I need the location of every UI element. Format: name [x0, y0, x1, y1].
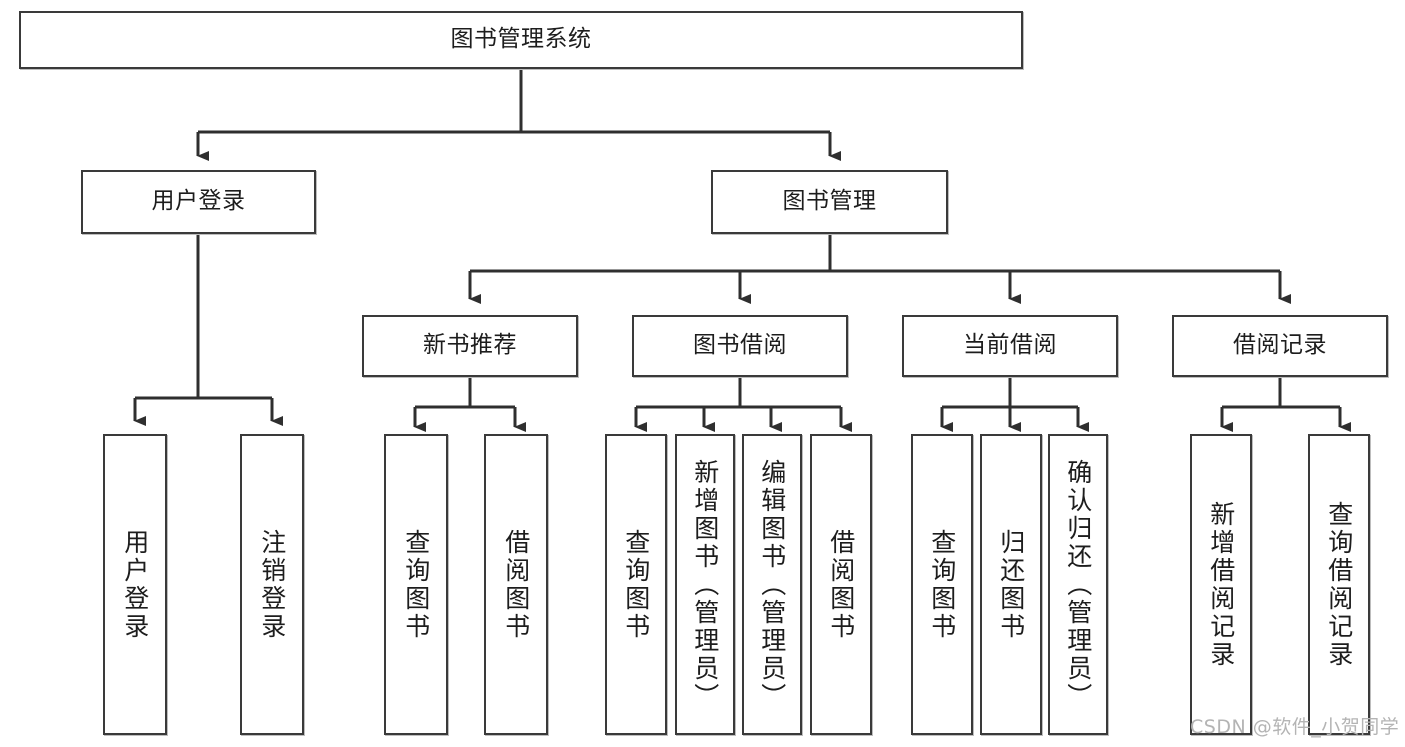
node-borrow-record-label: 借阅记录 [1233, 332, 1327, 359]
node-leaf-borrow-book-1[interactable]: 借阅图书 [484, 434, 548, 735]
node-leaf-return-book-label: 归还图书 [996, 528, 1026, 641]
node-current-borrow-label: 当前借阅 [963, 332, 1057, 359]
node-book-borrow-label: 图书借阅 [693, 332, 787, 359]
node-leaf-confirm-return[interactable]: 确认归还（管理员） [1048, 434, 1108, 735]
node-leaf-user-login-label: 用户登录 [120, 528, 150, 641]
node-book-manage[interactable]: 图书管理 [711, 170, 948, 234]
node-leaf-user-logout-label: 注销登录 [257, 528, 287, 641]
node-leaf-user-login[interactable]: 用户登录 [103, 434, 167, 735]
node-leaf-query-book-3-label: 查询图书 [927, 528, 957, 641]
node-leaf-return-book[interactable]: 归还图书 [980, 434, 1042, 735]
node-root[interactable]: 图书管理系统 [19, 11, 1023, 69]
node-user-login-label: 用户登录 [151, 188, 246, 215]
node-new-book-rec-label: 新书推荐 [423, 332, 517, 359]
node-leaf-query-book-1[interactable]: 查询图书 [384, 434, 448, 735]
node-new-book-rec[interactable]: 新书推荐 [362, 315, 578, 377]
node-leaf-user-logout[interactable]: 注销登录 [240, 434, 304, 735]
node-leaf-add-record[interactable]: 新增借阅记录 [1190, 434, 1252, 735]
node-leaf-borrow-book-2-label: 借阅图书 [826, 528, 856, 641]
node-leaf-add-book[interactable]: 新增图书（管理员） [675, 434, 735, 735]
node-borrow-record[interactable]: 借阅记录 [1172, 315, 1388, 377]
node-leaf-borrow-book-2[interactable]: 借阅图书 [810, 434, 872, 735]
node-book-manage-label: 图书管理 [782, 188, 877, 215]
node-book-borrow[interactable]: 图书借阅 [632, 315, 848, 377]
node-current-borrow[interactable]: 当前借阅 [902, 315, 1118, 377]
node-root-label: 图书管理系统 [450, 26, 592, 53]
node-leaf-borrow-book-1-label: 借阅图书 [501, 528, 531, 641]
node-leaf-query-book-2-label: 查询图书 [621, 528, 651, 641]
node-user-login[interactable]: 用户登录 [81, 170, 316, 234]
node-leaf-query-book-2[interactable]: 查询图书 [605, 434, 667, 735]
node-leaf-query-record-label: 查询借阅记录 [1324, 500, 1354, 669]
node-leaf-edit-book-label: 编辑图书（管理员） [757, 458, 787, 711]
node-leaf-query-book-1-label: 查询图书 [401, 528, 431, 641]
node-leaf-confirm-return-label: 确认归还（管理员） [1063, 458, 1093, 711]
node-leaf-add-record-label: 新增借阅记录 [1206, 500, 1236, 669]
node-leaf-add-book-label: 新增图书（管理员） [690, 458, 720, 711]
node-leaf-edit-book[interactable]: 编辑图书（管理员） [742, 434, 802, 735]
node-leaf-query-record[interactable]: 查询借阅记录 [1308, 434, 1370, 735]
node-leaf-query-book-3[interactable]: 查询图书 [911, 434, 973, 735]
csdn-watermark: CSDN @软件_小贺同学 [1190, 716, 1400, 738]
